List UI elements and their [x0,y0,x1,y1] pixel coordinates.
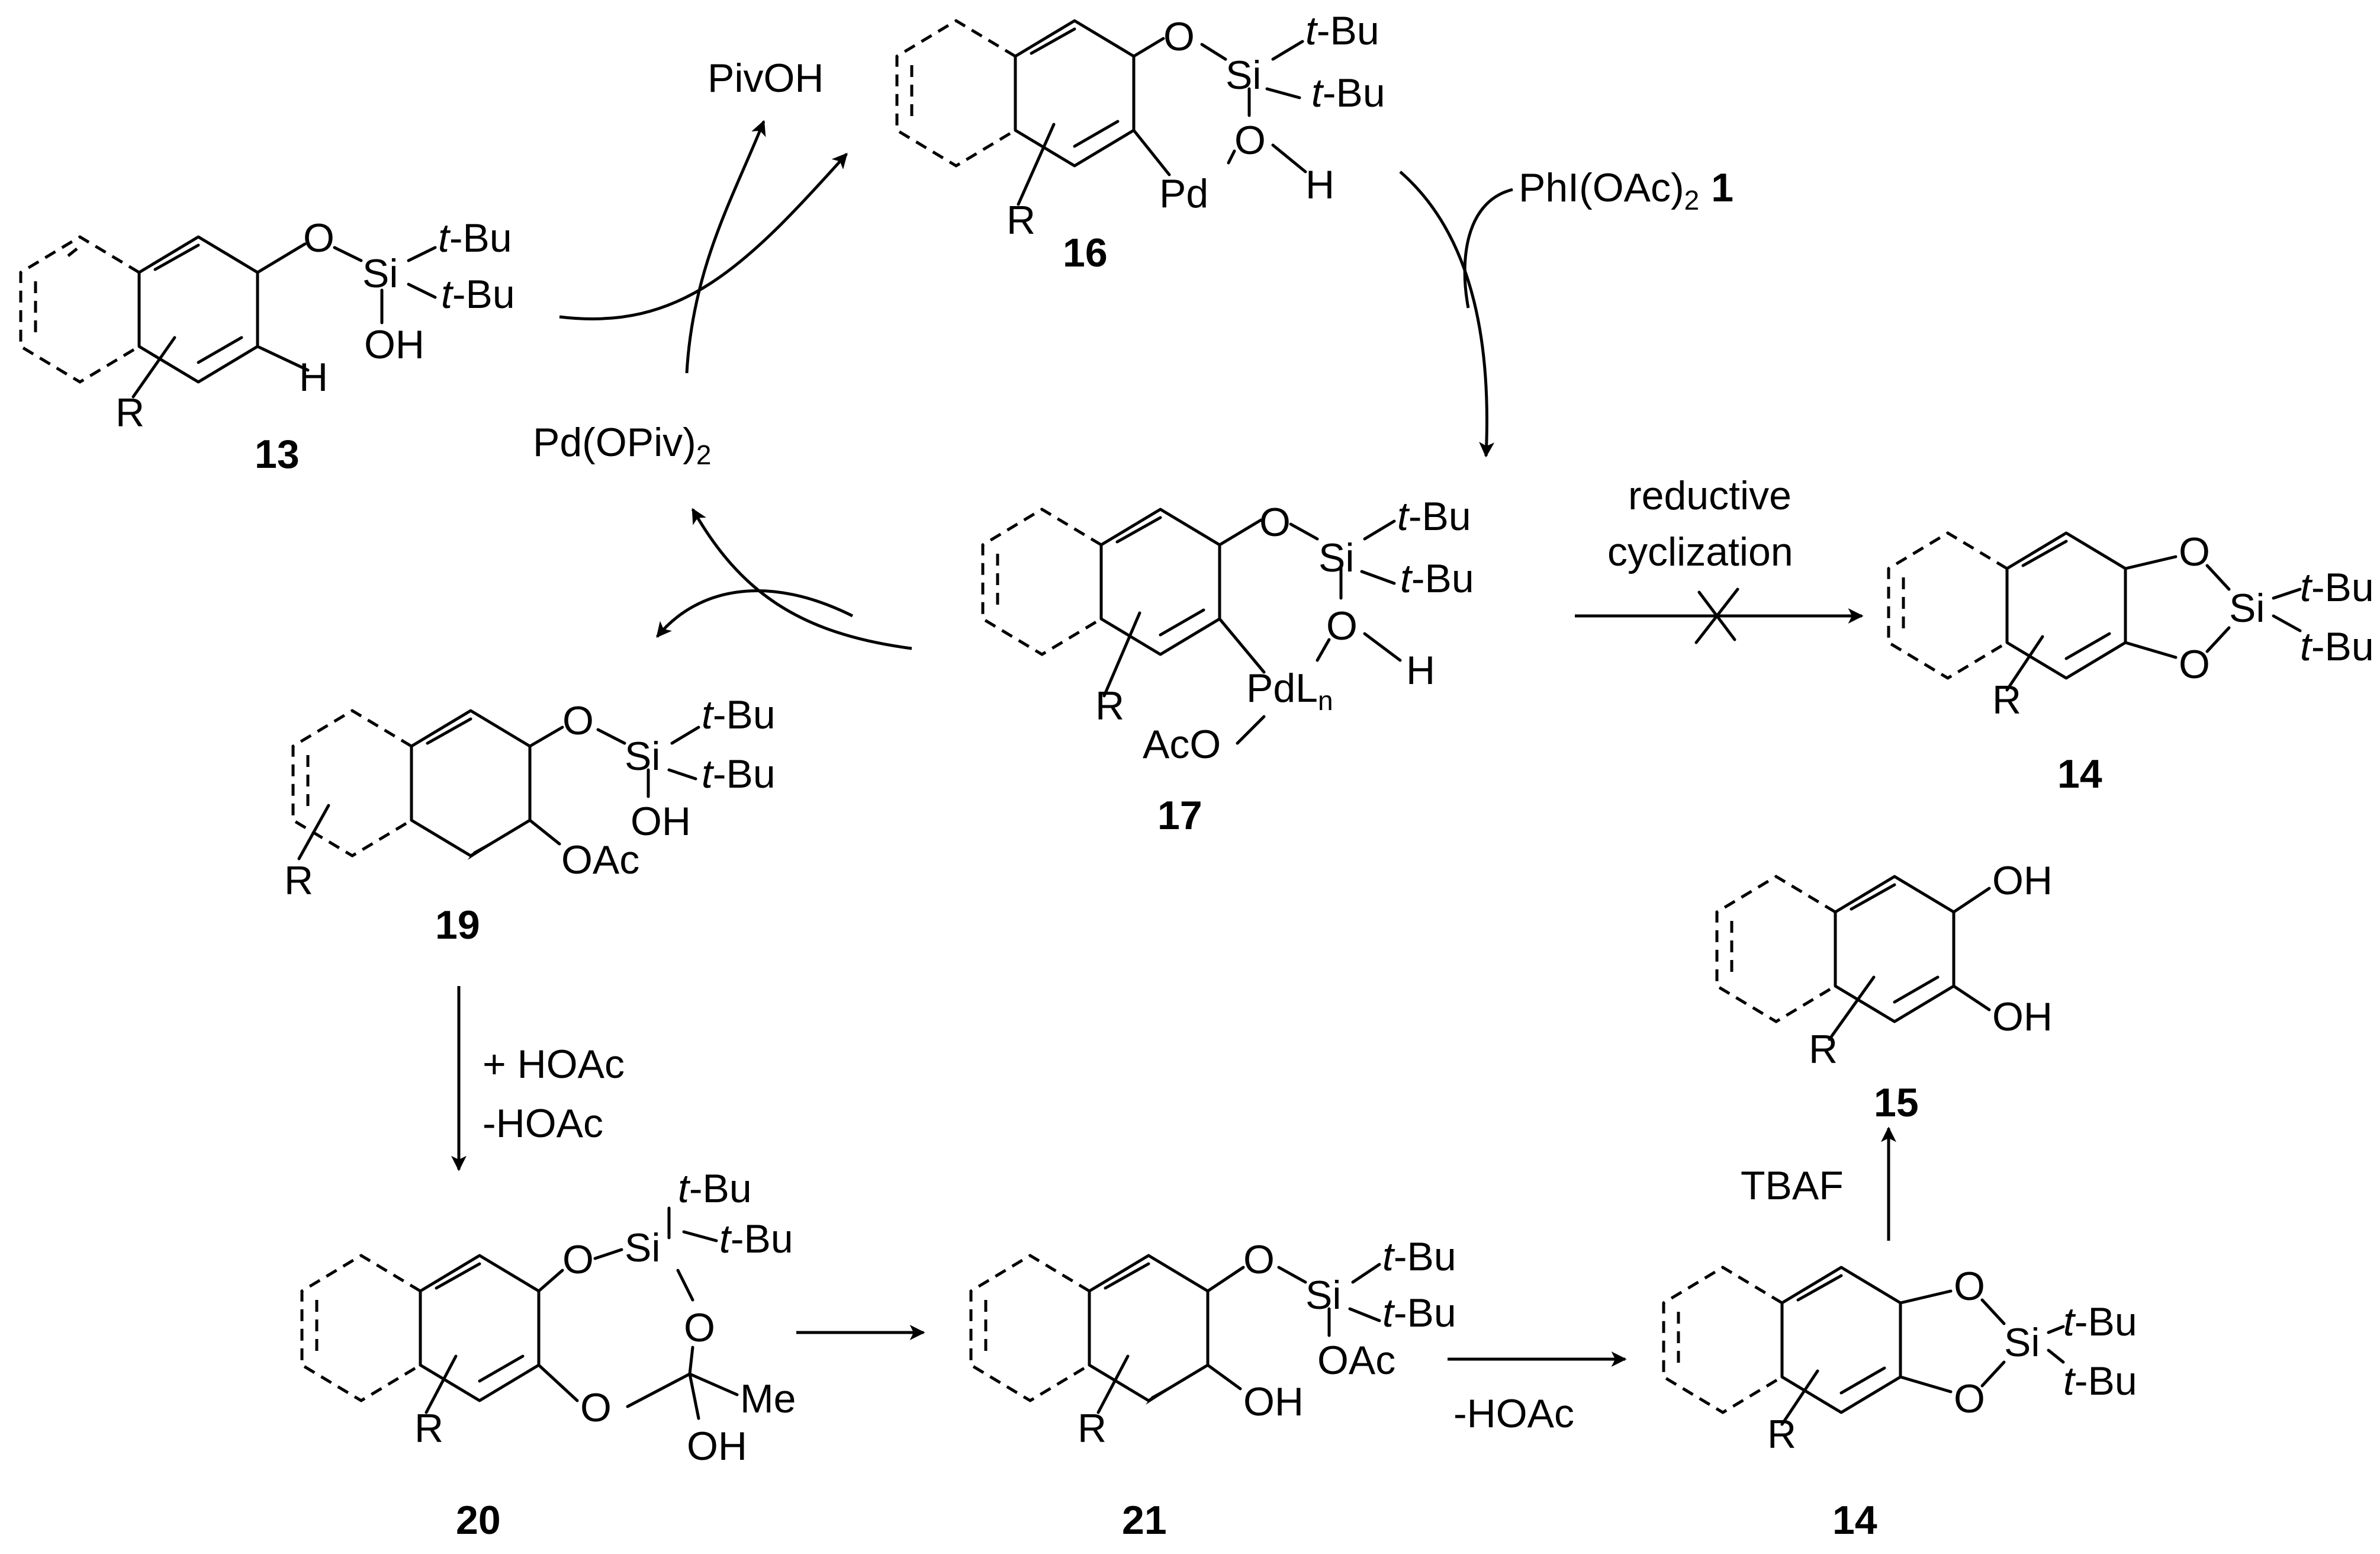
pivoh-label: PivOH [707,56,824,101]
arrow-13-to-16 [559,153,848,320]
atom-si: Si [362,251,398,296]
atom-o: O [303,216,335,261]
arrow-16-to-17 [1399,171,1495,458]
pd-catalyst-label: Pd(OPiv)2 [533,420,711,470]
compound-20: O Si t-Bu t-Bu O O Me OH R 20 [300,1166,796,1543]
atom-o: O [2179,642,2210,687]
atom-pdln: PdLn [1246,666,1333,716]
atom-oac: OAc [561,837,639,882]
atom-o: O [562,698,594,743]
atom-h: H [299,355,328,400]
atom-o: O [1259,500,1291,545]
compound-21: O Si t-Bu t-Bu OAc OH R 21 [969,1234,1456,1543]
compound-number: 13 [255,432,300,477]
atom-pd: Pd [1159,171,1208,216]
tbu-label: t-Bu [1397,494,1471,539]
r-substituent: R [284,858,313,903]
atom-o: O [562,1237,594,1282]
cross-mark [1697,590,1736,641]
atom-o: O [1326,603,1358,648]
atom-o: O [1163,14,1195,59]
tbu-label: t-Bu [2063,1299,2137,1344]
atom-oh: OH [631,799,691,844]
tbu-label: t-Bu [678,1166,752,1211]
atom-si: Si [2229,586,2265,631]
r-substituent: R [1767,1412,1796,1457]
arrow-pd-to-pivoh [685,120,766,374]
arrow-oxidant-feed [1463,188,1513,309]
atom-o: O [580,1385,612,1430]
atom-oh: OH [1992,994,2053,1039]
arrow-17-to-19 [656,589,854,638]
compound-15: OH OH R 15 [1715,858,2053,1125]
atom-h: H [1406,648,1435,693]
tbu-label: t-Bu [441,272,515,317]
compound-number: 19 [435,903,480,948]
atom-o: O [1243,1237,1275,1282]
atom-si: Si [1318,535,1354,580]
r-substituent: R [1006,198,1035,243]
tbu-label: t-Bu [2300,565,2374,610]
tbu-label: t-Bu [1382,1290,1456,1335]
atom-o: O [1954,1264,1985,1309]
r-substituent: R [1078,1406,1107,1451]
r-substituent: R [1095,683,1124,728]
atom-oac: OAc [1317,1338,1395,1383]
hoac-elimination-label: -HOAc [1453,1391,1574,1436]
r-substituent: R [1992,678,2021,723]
compound-17: O Si t-Bu t-Bu O H PdLn AcO R 17 [981,494,1474,838]
r-substituent: R [115,390,144,435]
tbu-label: t-Bu [719,1216,793,1261]
tbu-label: t-Bu [1400,556,1474,601]
atom-si: Si [625,734,660,779]
compound-number: 21 [1122,1498,1167,1543]
compound-number: 14 [2057,752,2102,797]
atom-si: Si [1305,1273,1341,1318]
tbu-label: t-Bu [702,752,776,797]
atom-o: O [1954,1376,1985,1421]
cyclization-label: cyclization [1607,529,1793,574]
atom-aco: AcO [1143,722,1221,767]
compound-number: 14 [1832,1498,1877,1543]
r-substituent: R [1809,1027,1838,1072]
compound-number: 20 [456,1498,501,1543]
compound-14-bottom: O O Si t-Bu t-Bu R 14 [1662,1264,2137,1543]
tbu-label: t-Bu [1382,1234,1456,1279]
tbu-label: t-Bu [1305,8,1379,53]
hoac-remove-label: -HOAc [483,1101,603,1146]
tbu-label: t-Bu [438,216,512,261]
atom-si: Si [1226,53,1261,98]
r-substituent: R [414,1406,443,1451]
reductive-label: reductive [1628,473,1792,518]
tbaf-label: TBAF [1741,1163,1844,1208]
atom-o: O [1234,118,1266,163]
tbu-label: t-Bu [2063,1359,2137,1404]
tbu-label: t-Bu [2300,624,2374,669]
atom-h: H [1305,162,1334,207]
atom-o: O [684,1305,715,1350]
atom-oh: OH [364,322,424,367]
compound-number: 15 [1874,1080,1919,1125]
compound-number: 16 [1063,230,1108,275]
atom-si: Si [625,1225,660,1270]
tbu-label: t-Bu [1311,70,1385,115]
atom-o: O [2179,529,2210,574]
compound-13: O Si t-Bu t-Bu OH H R 13 [19,216,515,477]
hoac-add-label: + HOAc [483,1042,625,1087]
compound-16: O Si t-Bu t-Bu O H Pd R 16 [895,8,1385,275]
atom-oh: OH [1243,1379,1304,1424]
atom-si: Si [2004,1320,2040,1365]
compound-14-top: O O Si t-Bu t-Bu R 14 [1887,529,2374,797]
atom-oh: OH [1992,858,2053,903]
methyl-label: Me [740,1376,796,1421]
compound-19: O Si t-Bu t-Bu OH OAc R 19 [284,692,776,948]
tbu-label: t-Bu [702,692,776,737]
atom-oh: OH [687,1424,747,1469]
arrow-17-to-pd [691,508,912,650]
compound-number: 17 [1157,793,1202,838]
